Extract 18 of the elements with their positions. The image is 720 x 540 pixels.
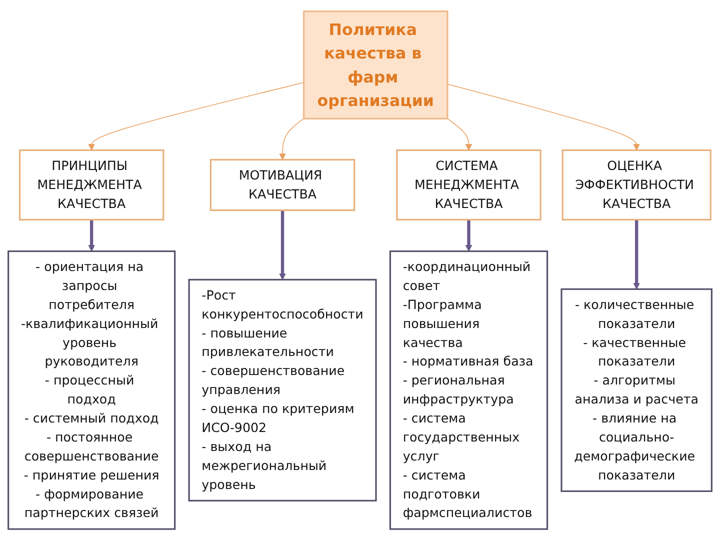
arrow bbox=[447, 118, 472, 150]
arrow bbox=[465, 219, 472, 252]
arrow bbox=[88, 82, 304, 150]
node-box bbox=[188, 278, 377, 502]
arrow bbox=[88, 219, 96, 252]
arrow bbox=[447, 84, 640, 150]
node-box bbox=[18, 149, 164, 220]
node-box bbox=[210, 158, 356, 211]
node-box bbox=[8, 250, 176, 530]
arrow bbox=[279, 210, 286, 280]
node-box bbox=[560, 288, 712, 492]
node-box bbox=[396, 149, 542, 220]
arrow bbox=[279, 118, 304, 160]
flowchart: Политика качества в фарм организации ПРИНЦИПЫ МЕНЕДЖМЕНТА КАЧЕСТВА МОТИВАЦИЯ КАЧЕСТВА СИСТЕМА МЕНЕДЖМЕНТА КАЧЕСТВА ОЦЕНКА ЭФФЕКТИВНОСТИ КАЧЕСТВА - ориентация на запросы потребителя -квалификационный уровень руководителя - процессный подход - системный подход - постоянное совершенствование - принятие решения - формирование партнерских связей -Рост конкурентоспособности - повышение привлекательности - совершенствование управления - оценка по критериям ИСО-9002 - выход на межрегиональный уровень -координационный совет -Программа повышения качества - нормативная база - региональная инфраструктура - система государственных услуг - система подготовки фармспециалистов - количественные показатели - качественные показатели - алгоритмы анализа и расчета - влияние на социально-демографические показатели bbox=[2, 4, 718, 536]
node-box bbox=[389, 250, 548, 530]
arrow bbox=[633, 219, 640, 290]
node-box bbox=[303, 10, 448, 120]
node-box bbox=[562, 149, 712, 220]
